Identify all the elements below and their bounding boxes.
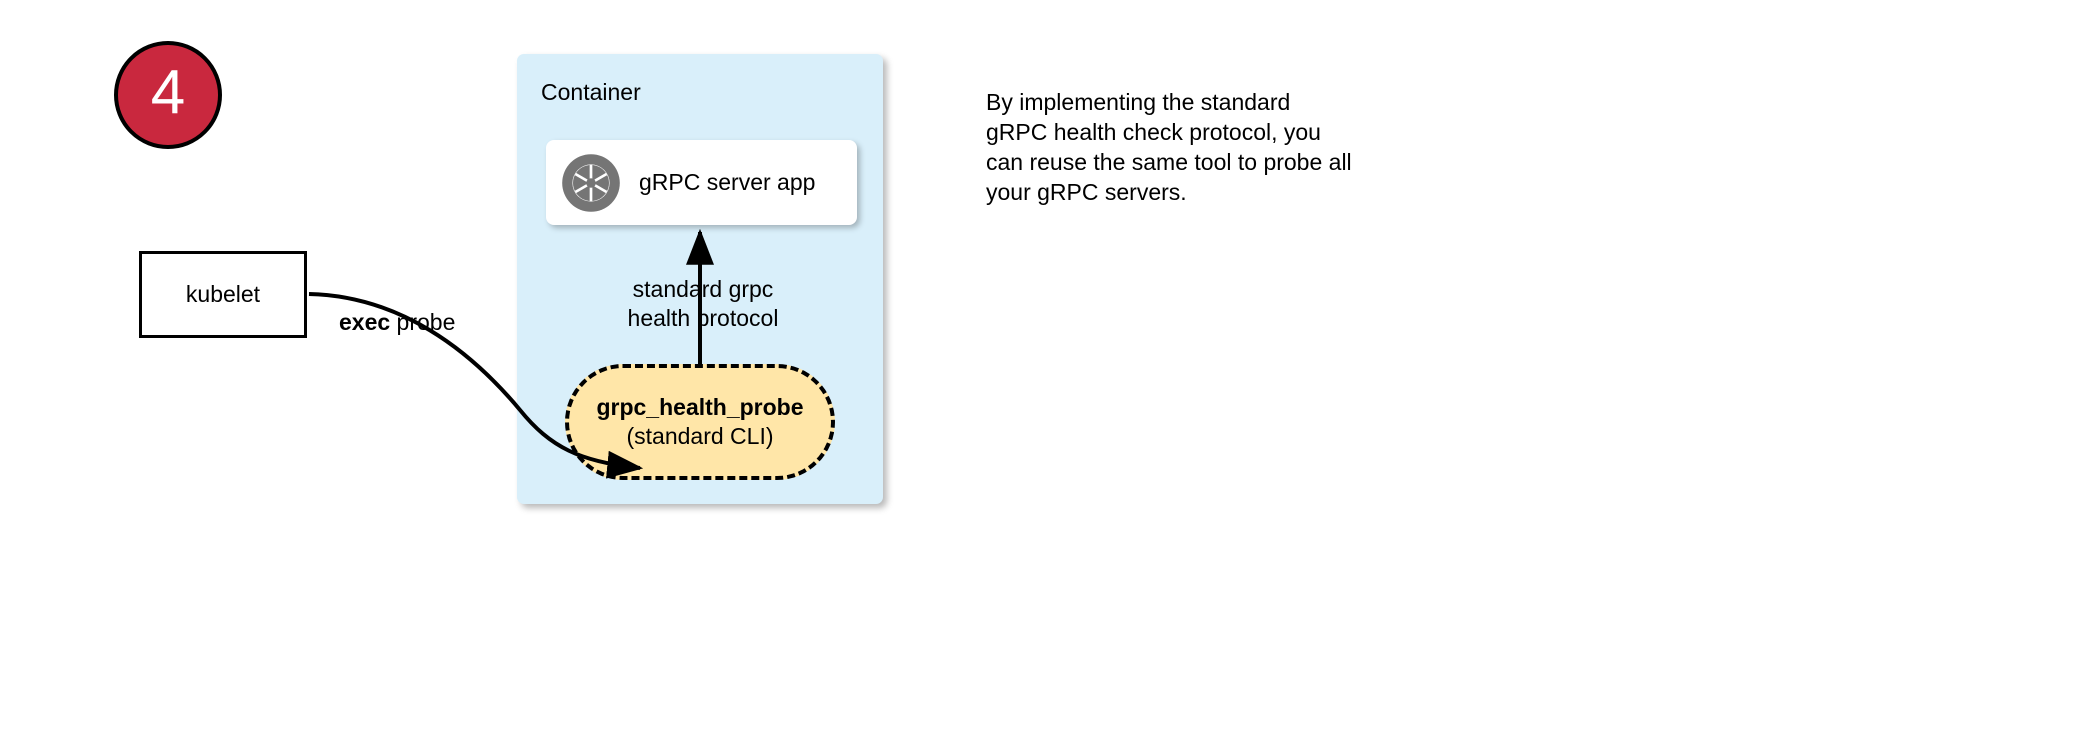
grpc-server-app-node: gRPC server app [546,140,857,225]
grpc-server-app-label: gRPC server app [639,169,816,195]
caption-line-2: gRPC health check protocol, you [986,118,1321,145]
exec-probe-suffix: probe [390,309,456,335]
aperture-icon [562,153,620,212]
health-protocol-line-2: health protocol [627,305,779,332]
container-label: Container [541,79,641,105]
kubelet-node: kubelet [139,251,307,338]
kubelet-label: kubelet [185,281,261,307]
grpc-health-probe-subtitle: (standard CLI) [626,423,774,449]
caption-line-3: can reuse the same tool to probe all [986,148,1352,175]
exec-probe-edge-label: exec probe [337,308,458,337]
caption-text: By implementing the standard gRPC health… [986,88,1416,208]
step-number-label: 4 [150,58,186,127]
health-protocol-edge-label: standard grpc health protocol [613,275,793,334]
step-number-badge: 4 [114,41,222,149]
caption-line-4: your gRPC servers. [986,178,1187,205]
grpc-health-probe-label: grpc_health_probe [596,394,804,421]
exec-probe-keyword: exec [339,309,391,335]
grpc-health-probe-node: grpc_health_probe (standard CLI) [565,364,835,480]
caption-line-1: By implementing the standard [986,89,1291,115]
health-protocol-line-1: standard grpc [632,276,774,302]
